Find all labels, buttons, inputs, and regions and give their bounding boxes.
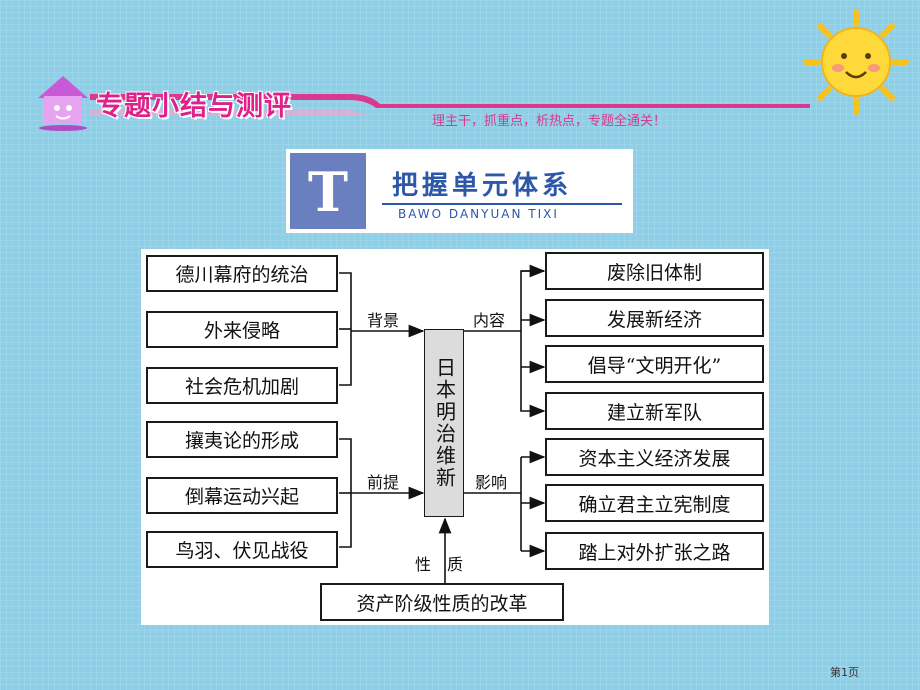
right-node: 资本主义经济发展 bbox=[545, 438, 764, 476]
right-node: 确立君主立宪制度 bbox=[545, 484, 764, 522]
left-node: 德川幕府的统治 bbox=[146, 255, 338, 292]
right-node: 倡导“文明开化” bbox=[545, 345, 764, 383]
right-node: 发展新经济 bbox=[545, 299, 764, 337]
edge-label-influence: 影响 bbox=[475, 473, 508, 492]
right-node: 废除旧体制 bbox=[545, 252, 764, 290]
left-node: 社会危机加剧 bbox=[146, 367, 338, 404]
sun-decoration bbox=[803, 9, 909, 115]
unit-logo-letter: T bbox=[308, 160, 348, 224]
concept-diagram: 德川幕府的统治 外来侵略 社会危机加剧 攘夷论的形成 倒幕运动兴起 鸟羽、伏见战… bbox=[141, 249, 769, 625]
left-node: 鸟羽、伏见战役 bbox=[146, 531, 338, 568]
left-node: 倒幕运动兴起 bbox=[146, 477, 338, 514]
edge-label-background: 背景 bbox=[367, 311, 400, 330]
unit-title-divider bbox=[382, 203, 622, 205]
header-banner-bar bbox=[90, 94, 810, 116]
diagram-connectors bbox=[339, 264, 546, 583]
section-slogan: 理主干，抓重点，析热点，专题全通关！ bbox=[432, 114, 667, 129]
left-node: 攘夷论的形成 bbox=[146, 421, 338, 458]
bottom-node: 资产阶级性质的改革 bbox=[320, 583, 564, 621]
unit-subtitle: BAWO DANYUAN TIXI bbox=[398, 207, 559, 221]
edge-label-content: 内容 bbox=[473, 311, 506, 330]
unit-banner: T 把握单元体系 BAWO DANYUAN TIXI bbox=[286, 149, 633, 233]
unit-title: 把握单元体系 bbox=[392, 171, 573, 201]
section-title: 专题小结与测评 bbox=[96, 91, 292, 122]
right-node: 建立新军队 bbox=[545, 392, 764, 430]
right-node: 踏上对外扩张之路 bbox=[545, 532, 764, 570]
unit-logo-icon: T bbox=[290, 153, 366, 229]
left-node: 外来侵略 bbox=[146, 311, 338, 348]
edge-label-nature: 性 质 bbox=[415, 555, 464, 574]
page-number: 第1页 bbox=[830, 666, 859, 679]
edge-label-premise: 前提 bbox=[367, 473, 400, 492]
center-node: 日本明治维新 bbox=[424, 329, 464, 517]
mascot-house-icon bbox=[38, 76, 88, 131]
